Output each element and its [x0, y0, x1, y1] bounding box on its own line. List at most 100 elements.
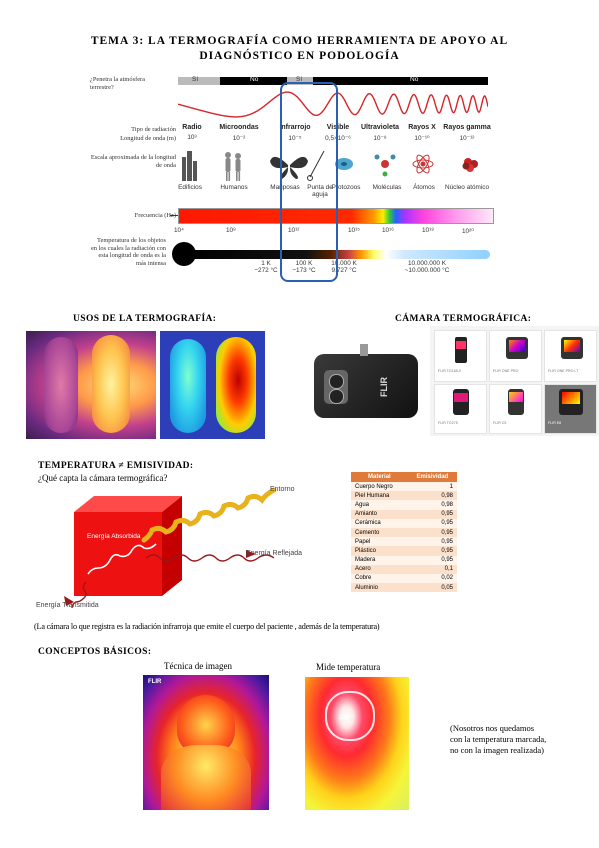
- material-cell: Cemento: [351, 527, 408, 538]
- emissivity-cell: 0,05: [407, 583, 457, 593]
- material-cell: Piel Humana: [351, 491, 408, 501]
- emissivity-cell: 0,95: [407, 518, 457, 528]
- nucleus-icon: [462, 158, 478, 172]
- material-cell: Agua: [351, 500, 408, 510]
- section-usos: USOS DE LA TERMOGRAFÍA:: [73, 314, 217, 324]
- label-transmitida: Energía Transmitida: [36, 602, 99, 609]
- type-microondas: Microondas: [219, 124, 259, 131]
- type-infrarrojo: Infrarrojo: [279, 124, 311, 131]
- energy-diagram: [64, 487, 277, 609]
- frequency-label: Frecuencia (Hz): [134, 212, 176, 219]
- col-material: Material: [351, 472, 408, 482]
- material-cell: Cerámica: [351, 518, 408, 528]
- col-emisividad: Emisividad: [407, 472, 457, 482]
- label-tecnica: Técnica de imagen: [164, 661, 232, 671]
- measurement-spot: [325, 691, 375, 741]
- temperature-bulb: [172, 242, 196, 266]
- emissivity-cell: 0,1: [407, 564, 457, 574]
- atmosphere-label: ¿Penetra la atmósfera terrestre?: [90, 76, 146, 91]
- foot-photo-1: [26, 331, 156, 439]
- section-camara: CÁMARA TERMOGRÁFICA:: [395, 314, 532, 324]
- flir-watermark: FLIR: [148, 679, 162, 685]
- emissivity-cell: 0,95: [407, 509, 457, 519]
- emissivity-cell: 1: [407, 482, 457, 492]
- section-conceptos: CONCEPTOS BÁSICOS:: [38, 647, 152, 657]
- wl-radio: 10³: [187, 134, 197, 141]
- material-cell: Cuerpo Negro: [351, 482, 408, 492]
- thermal-image-measurement: 31.5°: [305, 677, 409, 810]
- needle-icon: [307, 150, 325, 181]
- label-reflejada: Energía Reflejada: [246, 550, 303, 557]
- caption-radiation: (La cámara lo que registra es la radiaci…: [34, 622, 380, 631]
- material-cell: Madera: [351, 555, 408, 565]
- atmosphere-no-1: No: [250, 76, 259, 83]
- product-card[interactable]: FLIR TG275: [434, 384, 487, 434]
- type-rayos-x: Rayos X: [408, 124, 436, 131]
- question-text: ¿Qué capta la cámara termográfica?: [38, 473, 168, 483]
- humans-icon: [225, 152, 241, 181]
- product-card[interactable]: FLIR C5: [489, 384, 542, 434]
- label-mide: Mide temperatura: [316, 662, 381, 672]
- absorbed-wave: [87, 543, 157, 575]
- product-card[interactable]: FLIR ONE PRO LT: [544, 330, 597, 382]
- wave-graphic: [178, 91, 488, 118]
- infrared-highlight: [280, 82, 338, 282]
- thermal-image-person: FLIR: [143, 675, 269, 810]
- wl-rayos-x: 10⁻¹⁰: [414, 135, 430, 142]
- product-card[interactable]: FLIR TG165-X: [434, 330, 487, 382]
- material-cell: Cobre: [351, 573, 408, 584]
- type-rayos-gamma: Rayos gamma: [443, 124, 491, 131]
- foot-photo-2: [160, 331, 265, 439]
- section-temperatura: TEMPERATURA ≠ EMISIVIDAD:: [38, 461, 194, 471]
- transmitted-wave: [71, 581, 87, 609]
- atmosphere-bar: [178, 77, 488, 85]
- frequency-ticks: 10⁴ 10⁸ 10¹² 10¹⁵ 10¹⁶ 10¹⁸ 10²⁰: [174, 227, 474, 235]
- buildings-icon: [182, 151, 197, 181]
- type-ultravioleta: Ultravioleta: [360, 124, 400, 131]
- emissivity-cell: 0,98: [407, 491, 457, 501]
- page-title: TEMA 3: LA TERMOGRAFÍA COMO HERRAMIENTA …: [90, 35, 509, 62]
- emissivity-cell: 0,98: [407, 500, 457, 510]
- scale-objects: Edificios Humanos Mariposas Punta de agu…: [178, 184, 490, 198]
- emissivity-cell: 0,95: [407, 527, 457, 538]
- material-cell: Aluminio: [351, 583, 408, 593]
- atmosphere-yes-1: Sí: [192, 76, 199, 83]
- scale-label: Escala aproximada de la longitud de onda: [90, 154, 176, 169]
- protozoa-icon: [335, 158, 353, 170]
- temp-reading: 31.5°: [339, 715, 354, 721]
- product-card[interactable]: FLIR ONE PRO: [489, 330, 542, 382]
- incoming-wave: [141, 487, 277, 543]
- emissivity-cell: 0,95: [407, 537, 457, 547]
- wl-rayos-gamma: 10⁻¹²: [459, 135, 475, 142]
- reflected-wave: [145, 554, 275, 562]
- material-cell: Plástico: [351, 546, 408, 556]
- note-text: (Nosotros nos quedamos con la temperatur…: [450, 723, 547, 755]
- emissivity-cell: 0,95: [407, 546, 457, 556]
- camera-product-grid: FLIR TG165-X FLIR ONE PRO FLIR ONE PRO L…: [430, 326, 599, 436]
- reflected-arrow-icon: [246, 550, 256, 558]
- wl-infrarrojo: 10⁻⁵: [288, 135, 302, 142]
- type-radio: Radio: [182, 124, 202, 131]
- butterfly-icon: [270, 156, 308, 179]
- wl-ultravioleta: 10⁻⁸: [373, 135, 387, 142]
- spectrum-figure: ¿Penetra la atmósfera terrestre? Tipo de…: [90, 74, 510, 296]
- wavelength-label: Longitud de onda (m): [120, 135, 176, 142]
- emissivity-cell: 0,02: [407, 573, 457, 584]
- molecule-icon: [374, 154, 396, 177]
- label-absorbida: Energía Absorbida: [87, 533, 141, 540]
- product-card[interactable]: FLIR E8: [544, 384, 597, 434]
- foot-thermography-images: [26, 331, 265, 439]
- radiation-types: Radio Microondas Infrarrojo Visible Ultr…: [178, 124, 508, 144]
- atmosphere-no-2: No: [410, 76, 419, 83]
- red-cube: [74, 496, 182, 596]
